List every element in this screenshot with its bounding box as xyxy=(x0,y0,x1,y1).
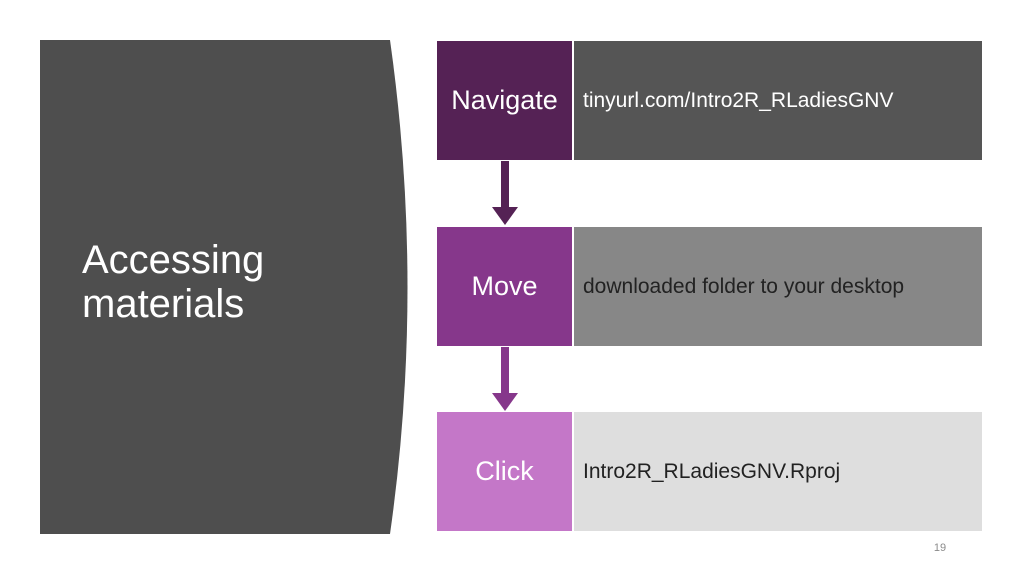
step-move-label: Move xyxy=(436,226,573,347)
step-click-label-text: Click xyxy=(475,456,534,486)
title-panel-shape xyxy=(40,40,408,534)
slide-title-line2: materials xyxy=(82,282,245,326)
step-navigate-detail: tinyurl.com/Intro2R_RLadiesGNV xyxy=(573,40,983,161)
arrow-down-icon xyxy=(490,347,520,413)
step-navigate-label: Navigate xyxy=(436,40,573,161)
step-click-detail: Intro2R_RLadiesGNV.Rproj xyxy=(573,411,983,532)
page-number: 19 xyxy=(933,542,947,554)
step-click-label: Click xyxy=(436,411,573,532)
step-move-label-text: Move xyxy=(471,271,538,301)
step-navigate-label-text: Navigate xyxy=(451,85,558,115)
step-click-detail-text: Intro2R_RLadiesGNV.Rproj xyxy=(583,459,841,483)
step-move-detail-text: downloaded folder to your desktop xyxy=(583,274,905,298)
step-move-detail: downloaded folder to your desktop xyxy=(573,226,983,347)
slide-title-line1: Accessing xyxy=(82,238,265,282)
title-panel xyxy=(0,0,420,576)
slide-title: Accessing materials xyxy=(82,238,382,326)
arrow-down-icon xyxy=(490,161,520,227)
step-navigate-detail-text: tinyurl.com/Intro2R_RLadiesGNV xyxy=(583,88,894,112)
